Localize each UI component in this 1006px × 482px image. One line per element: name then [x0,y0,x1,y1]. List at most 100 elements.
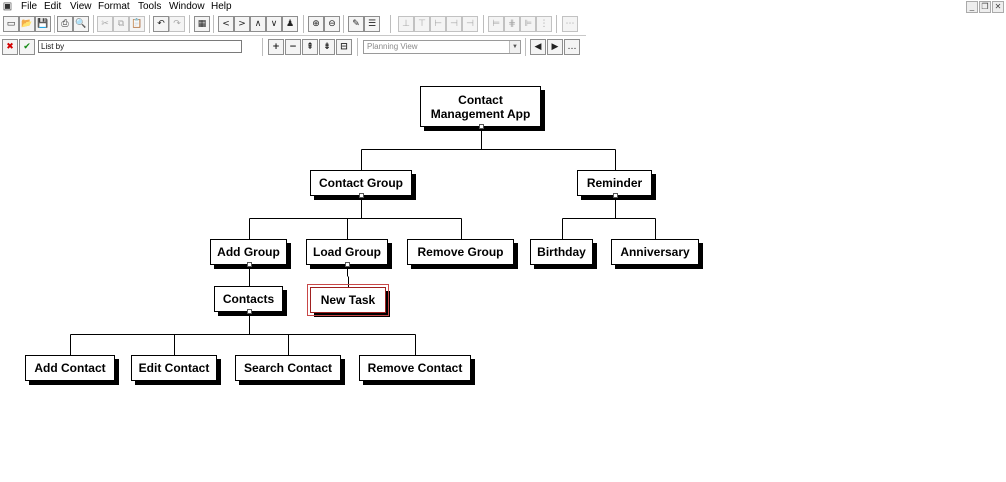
toolbar-separator [525,38,526,56]
node-reminder[interactable]: Reminder [577,170,652,196]
layout-org-icon[interactable]: ⊤ [414,16,430,32]
collapse-handle-icon[interactable] [613,193,618,198]
toolbar-separator [149,15,150,33]
node-add-group[interactable]: Add Group [210,239,287,265]
zoom-in-icon[interactable]: ⊕ [308,16,324,32]
open-folder-icon[interactable]: 📂 [19,16,35,32]
move-right-icon[interactable]: > [234,16,250,32]
node-label: Remove Contact [367,361,463,375]
node-load-group[interactable]: Load Group [306,239,388,265]
remove-topic-icon[interactable]: − [285,39,301,55]
node-remove-contact[interactable]: Remove Contact [359,355,471,381]
move-down-icon[interactable]: ∨ [266,16,282,32]
node-edit-contact[interactable]: Edit Contact [131,355,217,381]
collapse-handle-icon[interactable] [345,262,350,267]
undo-icon[interactable]: ↶ [153,16,169,32]
menu-format[interactable]: Format [98,1,130,12]
window-controls: _❐✕ [966,1,1004,13]
menu-view[interactable]: View [70,1,92,12]
promote-topic-icon[interactable]: ⇞ [302,39,318,55]
new-document-icon[interactable]: ▭ [3,16,19,32]
collapse-topic-icon[interactable]: ⊟ [336,39,352,55]
node-label: Birthday [537,245,586,259]
node-label: Add Contact [34,361,106,375]
node-label: Contact Management App [430,92,531,121]
app-icon[interactable]: ▣ [2,1,13,12]
node-remove-group[interactable]: Remove Group [407,239,514,265]
align-right-icon[interactable]: ⊫ [520,16,536,32]
toolbar-separator [93,15,94,33]
previous-view-icon[interactable]: ◀ [530,39,546,55]
cancel-edit-icon[interactable]: ✖ [2,39,18,55]
close-icon[interactable]: ✕ [992,1,1004,13]
node-label: Search Contact [243,361,333,375]
restore-icon[interactable]: ❐ [979,1,991,13]
collapse-handle-icon[interactable] [247,309,252,314]
add-topic-icon[interactable]: + [268,39,284,55]
chevron-down-icon[interactable]: ▼ [509,41,520,53]
outline-toolbar: ✖ ✔ List by Planning View ▼ +−⇞⇟⊟ ◀▶… [0,37,1006,57]
node-add-contact[interactable]: Add Contact [25,355,115,381]
layout-tree-icon[interactable]: ⊥ [398,16,414,32]
toolbar-separator [189,15,190,33]
node-search-contact[interactable]: Search Contact [235,355,341,381]
view-select-value: Planning View [367,42,418,51]
next-view-icon[interactable]: ▶ [547,39,563,55]
demote-topic-icon[interactable]: ⇟ [319,39,335,55]
menu-tools[interactable]: Tools [138,1,162,12]
align-bottom-icon[interactable]: ⋯ [562,16,578,32]
paste-icon[interactable]: 📋 [129,16,145,32]
redo-icon[interactable]: ↷ [169,16,185,32]
move-left-icon[interactable]: < [218,16,234,32]
menu-file[interactable]: File [21,1,38,12]
list-by-field[interactable]: List by [38,40,242,53]
collapse-handle-icon[interactable] [247,262,252,267]
node-label: Contacts [222,292,275,306]
copy-icon[interactable]: ⧉ [113,16,129,32]
outline-view-icon[interactable]: ☰ [364,16,380,32]
more-options-icon[interactable]: … [564,39,580,55]
align-left-icon[interactable]: ⊨ [488,16,504,32]
node-label: Load Group [313,245,381,259]
node-birthday[interactable]: Birthday [530,239,593,265]
menu-bar: ▣ File Edit View Format Tools Window Help _❐✕ [0,0,1006,13]
calendar-icon[interactable]: ▦ [194,16,210,32]
node-contact-group[interactable]: Contact Group [310,170,412,196]
cut-icon[interactable]: ✂ [97,16,113,32]
toolbar-separator [213,15,214,33]
node-label: Anniversary [620,245,690,259]
minimize-icon[interactable]: _ [966,1,978,13]
node-label: Contact Group [319,176,403,190]
node-label: Reminder [586,176,643,190]
print-preview-icon[interactable]: 🔍 [73,16,89,32]
node-label: New Task [320,293,376,307]
palette-icon[interactable]: ✎ [348,16,364,32]
layout-right-icon[interactable]: ⊣ [462,16,478,32]
format-painter-icon[interactable]: ♟ [282,16,298,32]
node-contacts[interactable]: Contacts [214,286,283,312]
standard-toolbar: ▭📂💾⎙🔍✂⧉📋↶↷▦<>∧∨♟⊕⊖✎☰⊥⊤⊢⊣⊣⊨⋕⊫⋮⋯ [0,14,1006,34]
toolbar-separator [343,15,344,33]
accept-edit-icon[interactable]: ✔ [19,39,35,55]
view-select[interactable]: Planning View ▼ [363,40,521,54]
node-anniversary[interactable]: Anniversary [611,239,699,265]
print-icon[interactable]: ⎙ [57,16,73,32]
move-up-icon[interactable]: ∧ [250,16,266,32]
node-new-task[interactable]: New Task [307,284,389,316]
node-root[interactable]: Contact Management App [420,86,541,127]
menu-edit[interactable]: Edit [44,1,62,12]
node-label: Remove Group [417,245,504,259]
node-label: Add Group [217,245,280,259]
layout-both-icon[interactable]: ⊣ [446,16,462,32]
collapse-handle-icon[interactable] [479,124,484,129]
menu-help[interactable]: Help [211,1,232,12]
save-disk-icon[interactable]: 💾 [35,16,51,32]
menu-window[interactable]: Window [169,1,205,12]
align-top-icon[interactable]: ⋮ [536,16,552,32]
collapse-handle-icon[interactable] [359,193,364,198]
zoom-out-icon[interactable]: ⊖ [324,16,340,32]
align-center-icon[interactable]: ⋕ [504,16,520,32]
toolbar-separator [54,15,55,33]
node-label: Edit Contact [138,361,210,375]
layout-left-icon[interactable]: ⊢ [430,16,446,32]
